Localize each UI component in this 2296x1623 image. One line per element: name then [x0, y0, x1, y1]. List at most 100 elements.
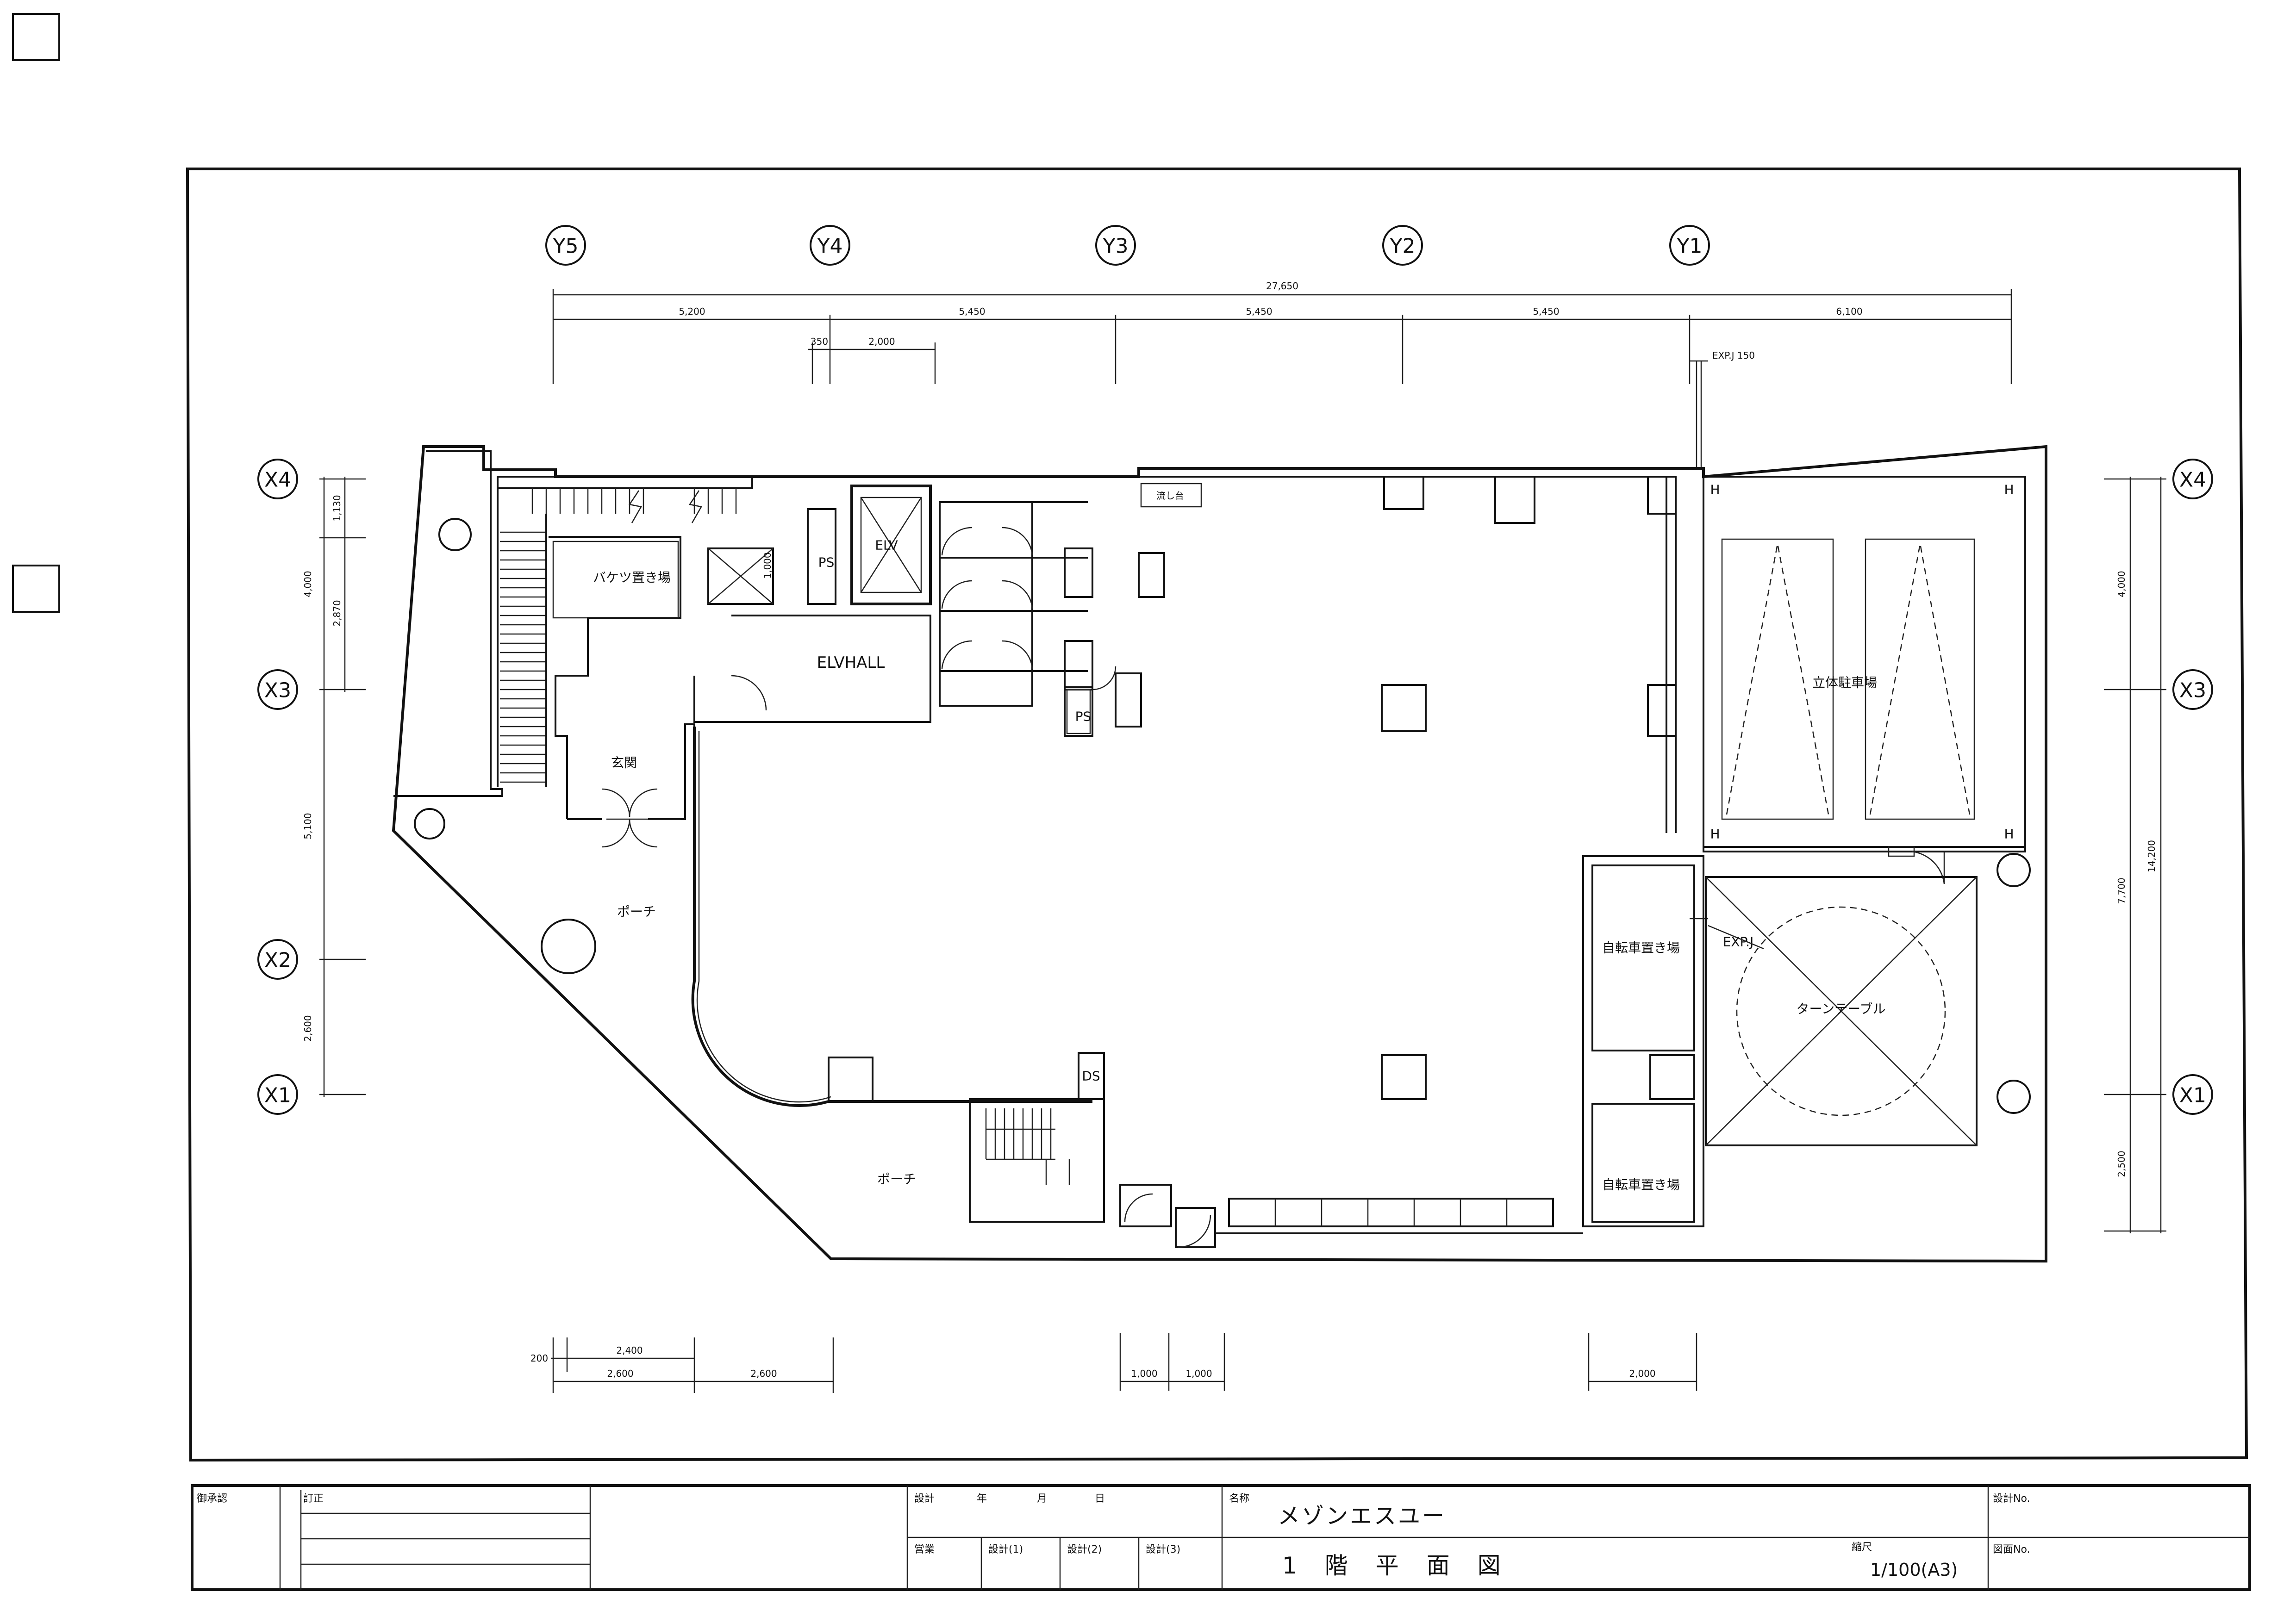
- entrance-door-left[interactable]: [601, 788, 630, 817]
- dim-bottom-1000a: 1,000: [1131, 1368, 1157, 1379]
- room-ps-1: PS: [818, 555, 835, 570]
- entrance-block: バケツ置き場 玄関 ポーチ: [549, 536, 695, 920]
- column-center-2: [1381, 1054, 1427, 1100]
- room-porch-south: ポーチ: [877, 1172, 916, 1187]
- top-dimensions: 27,650 5,200 5,450 5,450 5,450 6,100 350…: [552, 280, 2012, 467]
- grid-x4-left-label: X4: [264, 468, 291, 492]
- tb-design-no: 設計No.: [1993, 1493, 2030, 1505]
- tree-circle-porch: [541, 919, 596, 974]
- room-bike-parking-2: 自転車置き場: [1602, 1177, 1680, 1193]
- room-mechanical-parking: 立体駐車場: [1812, 675, 1877, 690]
- left-dimensions: 1,130 4,000 2,870 5,100 2,600: [302, 477, 366, 1097]
- grid-y1-label: Y1: [1677, 235, 1703, 258]
- drawing-frame: [186, 168, 2248, 1462]
- dim-top-2000: 2,000: [868, 336, 895, 347]
- grid-y1: Y1: [1669, 225, 1710, 266]
- mechanical-parking: 立体駐車場 H H H H: [1703, 476, 2026, 884]
- tb-design-1: 設計(1): [988, 1544, 1023, 1555]
- dim-right-14200: 14,200: [2146, 840, 2157, 872]
- h-mark-ne: H: [2004, 482, 2014, 497]
- h-mark-sw: H: [1710, 827, 1720, 842]
- tb-year: 年: [977, 1493, 987, 1505]
- column-center-1: [1381, 684, 1427, 732]
- tb-drawing-title: 1階平面図: [1282, 1552, 1529, 1579]
- dim-bottom-1000b: 1,000: [1185, 1368, 1212, 1379]
- grid-x3-left: X3: [257, 669, 298, 710]
- dim-left-2600: 2,600: [302, 1015, 313, 1041]
- south-stair: ポーチ: [877, 1098, 1216, 1248]
- grid-x2-left: X2: [257, 939, 298, 980]
- dim-top-span-3: 5,450: [1246, 306, 1272, 317]
- dim-top-350: 350: [811, 336, 828, 347]
- turntable: ターンテーブル: [1705, 853, 2031, 1146]
- dim-right-4000: 4,000: [2116, 571, 2127, 597]
- dim-right-7700: 7,700: [2116, 877, 2127, 904]
- grid-y5: Y5: [545, 225, 586, 266]
- grid-y3: Y3: [1095, 225, 1136, 266]
- dim-top-span-4: 5,450: [1533, 306, 1559, 317]
- elvhall-door[interactable]: [731, 675, 767, 711]
- grid-x1-right-label: X1: [2179, 1084, 2206, 1107]
- bottom-dimensions: 200 2,400 2,600 2,600 1,000 1,000 2,000: [530, 1333, 1697, 1393]
- grid-x1-right: X1: [2172, 1074, 2213, 1115]
- room-bike-parking-1: 自転車置き場: [1602, 940, 1680, 956]
- tb-sales: 営業: [914, 1544, 935, 1555]
- south-service-door[interactable]: [1178, 1214, 1211, 1248]
- grid-y3-label: Y3: [1103, 235, 1129, 258]
- dim-top-overall: 27,650: [1266, 280, 1298, 292]
- grid-x3-right: X3: [2172, 669, 2213, 710]
- tb-design-label: 設計: [914, 1493, 935, 1505]
- site-outline: [392, 445, 2047, 1263]
- tb-project-name: メゾンエスユー: [1278, 1503, 1446, 1529]
- tb-approval: 御承認: [197, 1493, 227, 1505]
- dim-top-span-1: 5,200: [679, 306, 705, 317]
- grid-x4-right: X4: [2172, 459, 2213, 499]
- label-exp-j: EXP.J: [1723, 934, 1754, 950]
- entrance-door-right[interactable]: [629, 788, 658, 817]
- dim-bottom-2400: 2,400: [616, 1345, 643, 1356]
- grid-x1-left: X1: [257, 1074, 298, 1115]
- room-elvhall: ELVHALL: [817, 653, 885, 672]
- right-dimensions: 4,000 7,700 14,200 2,500: [2104, 477, 2166, 1233]
- room-entrance: 玄関: [611, 755, 637, 771]
- room-turntable: ターンテーブル: [1797, 1001, 1886, 1017]
- tb-revision: 訂正: [303, 1493, 324, 1505]
- title-block: 御承認 訂正 設計 年 月 日 営業 設計(1) 設計(2) 設計(3) 名称 …: [191, 1484, 2251, 1591]
- grid-y5-label: Y5: [553, 235, 579, 258]
- grid-x4-left: X4: [257, 459, 298, 499]
- column-circle-nw: [438, 518, 472, 551]
- bicycle-parking: 自転車置き場 自転車置き場 EXP.J: [1582, 855, 1764, 1227]
- south-lockers: [1215, 1198, 1583, 1234]
- corner-checkbox-left: [12, 565, 60, 613]
- room-porch-west: ポーチ: [617, 904, 656, 920]
- grid-y4: Y4: [810, 225, 850, 266]
- dim-exp-j-150: EXP.J 150: [1712, 350, 1755, 361]
- tb-design-2: 設計(2): [1067, 1544, 1102, 1555]
- dim-top-span-2: 5,450: [959, 306, 985, 317]
- tb-drawing-no: 図面No.: [1993, 1544, 2030, 1555]
- tb-month: 月: [1037, 1493, 1047, 1505]
- dim-bottom-2600a: 2,600: [607, 1368, 633, 1379]
- grid-x1-left-label: X1: [264, 1084, 291, 1107]
- main-hall: 流し台 DS: [691, 476, 1677, 1107]
- room-ps-2: PS: [1075, 709, 1092, 724]
- dim-bottom-2000: 2,000: [1629, 1368, 1655, 1379]
- west-stair-wing: [393, 450, 753, 974]
- tb-scale-value: 1/100(A3): [1870, 1560, 1958, 1580]
- stair-box: [707, 547, 774, 605]
- dim-bottom-2600b: 2,600: [750, 1368, 777, 1379]
- dim-left-2870: 2,870: [331, 600, 343, 626]
- grid-x4-right-label: X4: [2179, 468, 2206, 492]
- dim-left-4000: 4,000: [302, 571, 313, 597]
- dim-stair-1000: 1,000: [762, 552, 773, 578]
- parking-door[interactable]: [1911, 851, 1945, 884]
- column-circle-se: [1997, 1080, 2031, 1114]
- column-circle-ne: [1997, 853, 2031, 887]
- tb-day: 日: [1095, 1493, 1105, 1505]
- dim-left-5100: 5,100: [302, 813, 313, 839]
- elevator-core: 1,000 PS ELV ELVHALL: [693, 485, 932, 723]
- dim-top-span-5: 6,100: [1836, 306, 1862, 317]
- dim-left-1130: 1,130: [331, 495, 343, 521]
- grid-y4-label: Y4: [817, 235, 843, 258]
